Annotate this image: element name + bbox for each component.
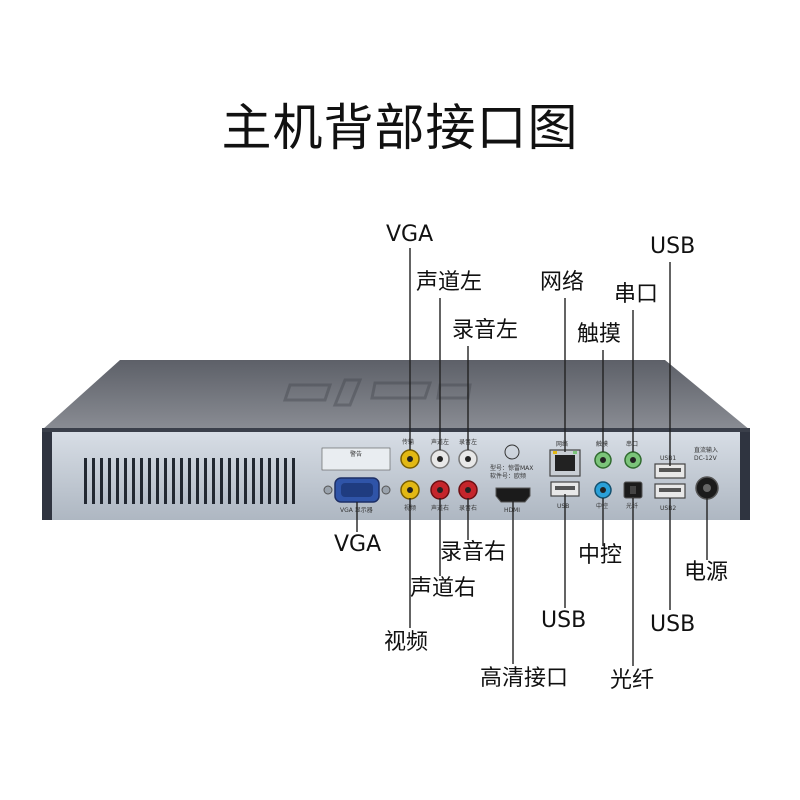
vga-audio-panel-label: 传输 — [402, 438, 414, 446]
callout-usb-top: USB — [650, 234, 696, 259]
vent-slot — [132, 458, 135, 504]
vent-slot — [268, 458, 271, 504]
callout-vga-bottom: VGA — [334, 532, 382, 557]
center-control-panel-label: 中控 — [596, 502, 608, 510]
callout-usb-mid: USB — [541, 608, 587, 633]
usb2-panel-label: USB2 — [660, 505, 676, 512]
page-title: 主机背部接口图 — [221, 99, 579, 157]
vent-slot — [284, 458, 287, 504]
vent-slot — [292, 458, 295, 504]
callout-record-right: 录音右 — [440, 540, 507, 565]
vent-slot — [252, 458, 255, 504]
rca-top-row — [400, 449, 478, 469]
hdmi-panel-label: HDMI — [504, 507, 520, 514]
vent-slot — [196, 458, 199, 504]
leader-lines — [356, 248, 708, 666]
warning-sticker-text: 警告 — [350, 450, 362, 458]
software-text: 软件号：欧频 — [490, 472, 526, 480]
vent-slot — [204, 458, 207, 504]
vga-port-inner — [341, 483, 373, 497]
serial-panel-label: 串口 — [626, 440, 638, 448]
optical-panel-label: 光纤 — [626, 502, 638, 510]
ventilation-slots — [84, 458, 295, 504]
network-panel-label: 网络 — [556, 440, 568, 448]
case-top-edge — [42, 428, 750, 432]
vent-slot — [260, 458, 263, 504]
vent-slot — [164, 458, 167, 504]
callout-vga-top: VGA — [386, 222, 434, 247]
callout-optical: 光纤 — [610, 668, 655, 693]
model-text: 型号：惊雷MAX — [490, 464, 533, 472]
vent-slot — [212, 458, 215, 504]
usb-center-panel-label: USB — [557, 503, 569, 510]
callout-right-channel: 声道右 — [410, 576, 477, 601]
case-left-edge — [42, 430, 52, 520]
vent-slot — [84, 458, 87, 504]
vent-slot — [116, 458, 119, 504]
vent-slot — [180, 458, 183, 504]
vent-slot — [276, 458, 279, 504]
dc-voltage-panel-label: DC-12V — [694, 455, 718, 462]
callout-video: 视频 — [384, 630, 429, 655]
vent-slot — [140, 458, 143, 504]
case-right-edge — [740, 430, 750, 520]
callout-record-left: 录音左 — [452, 318, 519, 343]
vent-slot — [188, 458, 191, 504]
callout-network: 网络 — [540, 270, 585, 295]
vent-slot — [220, 458, 223, 504]
callout-hdmi: 高清接口 — [480, 666, 569, 691]
vent-slot — [156, 458, 159, 504]
case-front-panel — [42, 430, 750, 520]
rca-bottom-row — [400, 480, 478, 500]
vent-slot — [148, 458, 151, 504]
callout-center-control: 中控 — [578, 543, 623, 568]
vent-slot — [236, 458, 239, 504]
vga-screw-left — [323, 485, 333, 495]
usb1-panel-label: USB1 — [660, 455, 676, 462]
vent-slot — [172, 458, 175, 504]
callout-left-channel: 声道左 — [416, 270, 483, 295]
callout-serial: 串口 — [614, 282, 659, 307]
vent-slot — [228, 458, 231, 504]
vent-slot — [108, 458, 111, 504]
hdmi-port — [495, 487, 531, 503]
vent-slot — [124, 458, 127, 504]
case-top-surface — [42, 360, 750, 430]
vga-screw-right — [381, 485, 391, 495]
certification-mark — [504, 444, 520, 460]
warning-sticker — [321, 447, 391, 471]
touch-panel-label: 触摸 — [596, 440, 608, 448]
vent-slot — [100, 458, 103, 504]
dc-input-panel-label: 直流输入 — [694, 446, 718, 454]
vent-slot — [92, 458, 95, 504]
callout-usb-bottom: USB — [650, 612, 696, 637]
callout-touch: 触摸 — [577, 322, 622, 347]
vent-slot — [244, 458, 247, 504]
callout-power: 电源 — [684, 560, 729, 585]
